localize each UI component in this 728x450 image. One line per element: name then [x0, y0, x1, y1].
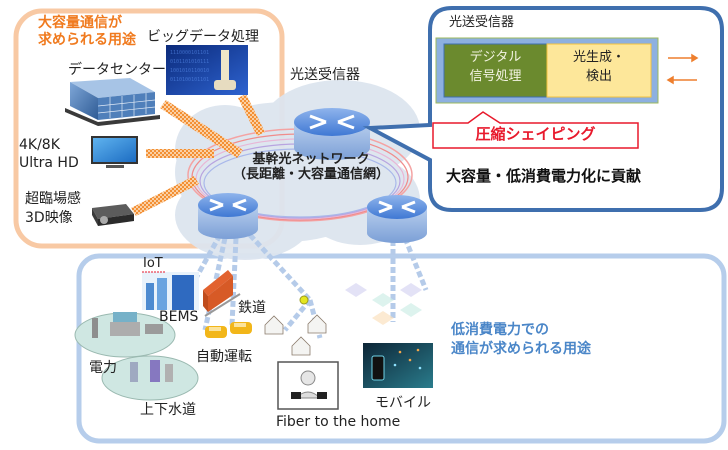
label-uhd-line1: 4K/8K — [19, 137, 60, 153]
callout-title: 光送受信器 — [449, 15, 515, 30]
projector-image — [92, 204, 134, 226]
core-network-title: 基幹光ネットワーク — [249, 151, 373, 168]
bigdata-image: 1110000101101 0101101010111 100101011001… — [166, 45, 248, 95]
low-power-panel-border — [76, 253, 727, 444]
shaping-label-border — [432, 111, 639, 149]
houses-image — [264, 314, 327, 356]
contribution-text: 大容量・低消費電力化に貢献 — [446, 167, 642, 185]
low-power-title: 低消費電力での 通信が求められる用途 — [451, 321, 591, 359]
label-autonomous: 自動運転 — [196, 349, 252, 365]
splitter-dot — [299, 295, 309, 305]
high-capacity-links — [131, 94, 265, 216]
train-image — [203, 270, 241, 317]
label-iot: IoT — [143, 256, 163, 271]
label-immersive: 超臨場感 3D映像 — [25, 190, 81, 228]
router-top — [294, 108, 370, 160]
label-immersive-line1: 超臨場感 — [25, 191, 81, 207]
dsp-label-line1: デジタル — [469, 50, 522, 65]
svg-text:0110100101101: 0110100101101 — [170, 77, 209, 83]
router-right — [367, 195, 427, 243]
label-power: 電力 — [89, 360, 117, 376]
optical-label-line1: 光生成・ — [572, 50, 625, 65]
power-plant-image — [74, 312, 176, 358]
core-network-subtitle: （長距離・大容量通信網） — [232, 167, 389, 182]
ftth-image — [277, 361, 339, 410]
label-bigdata: ビッグデータ処理 — [147, 29, 259, 45]
tv-image — [91, 136, 138, 168]
mobile-image — [363, 343, 433, 388]
core-network-title-line1: 基幹光ネットワーク — [252, 152, 370, 167]
high-capacity-title: 大容量通信が 求められる用途 — [38, 15, 136, 49]
high-capacity-title-line2: 求められる用途 — [38, 32, 136, 48]
autonomous-cars-image — [205, 322, 252, 338]
mobile-cells-image — [345, 283, 422, 325]
label-bems: BEMS — [159, 309, 199, 325]
label-ftth: Fiber to the home — [276, 414, 401, 430]
low-power-title-line1: 低消費電力での — [451, 322, 549, 338]
label-railway: 鉄道 — [238, 300, 266, 316]
label-transceiver-router: 光送受信器 — [290, 67, 360, 83]
optical-label-line2: 検出 — [585, 69, 612, 84]
dsp-label: デジタル 信号処理 — [444, 48, 547, 86]
dsp-label-line2: 信号処理 — [469, 69, 522, 84]
optical-block — [546, 43, 652, 98]
water-plant-image — [101, 355, 199, 401]
tx-rx-arrows — [666, 53, 699, 85]
label-water: 上下水道 — [140, 402, 196, 418]
svg-text:1110000101101: 1110000101101 — [170, 50, 209, 56]
router-left — [198, 193, 258, 239]
label-datacenter: データセンター — [68, 62, 166, 78]
low-power-title-line2: 通信が求められる用途 — [451, 341, 591, 357]
label-immersive-line2: 3D映像 — [25, 210, 73, 226]
label-uhd: 4K/8K Ultra HD — [19, 136, 79, 172]
shaping-label: 圧縮シェイピング — [475, 125, 596, 143]
svg-text:0101101010111: 0101101010111 — [170, 59, 209, 65]
svg-text:1001010110010: 1001010110010 — [170, 68, 209, 74]
dsp-block — [443, 43, 548, 98]
datacenter-image — [65, 78, 160, 126]
label-uhd-line2: Ultra HD — [19, 155, 79, 171]
label-mobile: モバイル — [375, 395, 431, 411]
bems-image — [142, 271, 199, 310]
optical-label: 光生成・ 検出 — [547, 48, 651, 86]
high-capacity-title-line1: 大容量通信が — [38, 15, 122, 31]
